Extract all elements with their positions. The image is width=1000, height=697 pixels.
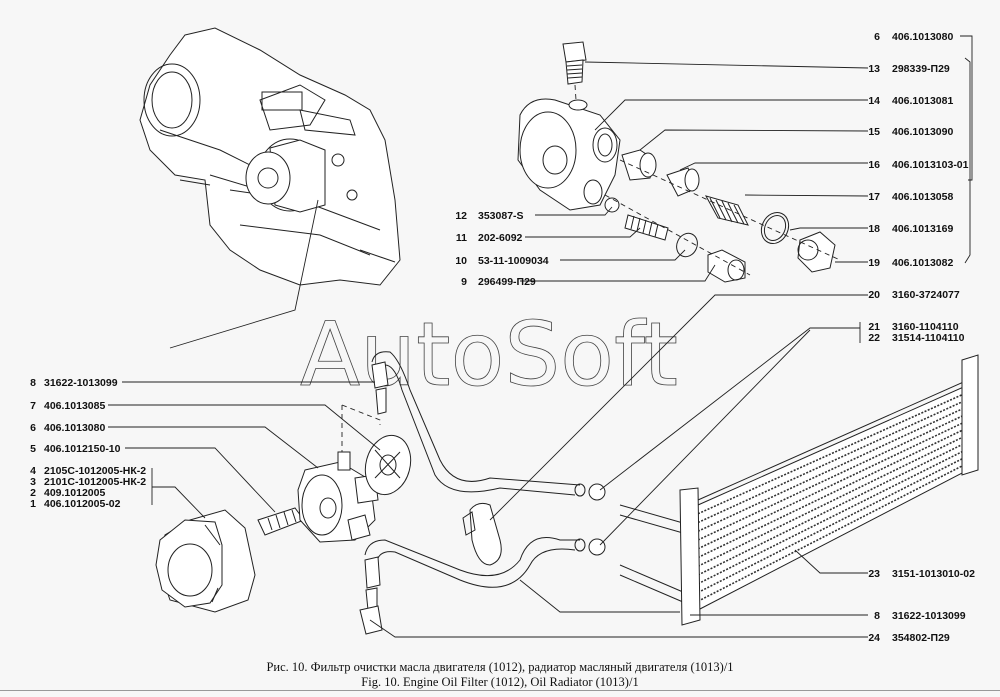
radiator-fin-row (697, 448, 969, 585)
callout-number: 8 (874, 610, 880, 622)
callout-number: 3 (30, 476, 36, 488)
radiator-fin-row (697, 419, 969, 550)
callout-number: 5 (30, 443, 36, 455)
labels-right: 6 406.1013080 13 298339-П29 14 406.10130… (868, 31, 975, 644)
part-number: 353087-S (478, 210, 524, 222)
callout-number: 20 (868, 289, 880, 301)
callout-number: 18 (868, 223, 880, 235)
radiator-fin-row (697, 412, 969, 541)
callout-number: 7 (30, 400, 36, 412)
engine-block-illustration (139, 27, 401, 286)
callout-number: 19 (868, 257, 880, 269)
part-number: 406.1013080 (44, 422, 105, 434)
radiator-fin-row (697, 433, 969, 567)
radiator-fin-row (697, 391, 969, 515)
radiator-fin-row (697, 462, 969, 602)
part-number: 409.1012005 (44, 487, 105, 499)
part-number: 202-6092 (478, 232, 523, 244)
part-number: 406.1013169 (892, 223, 953, 235)
hoses-illustration (364, 351, 691, 606)
part-number: 406.1013090 (892, 126, 953, 138)
callout-number: 22 (868, 332, 880, 344)
labels-left: 8 31622-1013099 7 406.1013085 6 406.1013… (30, 377, 146, 510)
callout-number: 4 (30, 465, 36, 477)
part-number: 296499-П29 (478, 276, 536, 288)
callout-number: 11 (456, 232, 467, 244)
caption-english: Fig. 10. Engine Oil Filter (1012), Oil R… (361, 675, 639, 689)
leader-engine (169, 199, 319, 349)
callout-number: 1 (30, 498, 36, 510)
callout-number: 15 (868, 126, 880, 138)
part-number: 31514-1104110 (892, 332, 965, 344)
caption-russian: Рис. 10. Фильтр очистки масла двигателя … (266, 660, 734, 674)
callout-number: 8 (30, 377, 36, 389)
part-number: 3160-3724077 (892, 289, 960, 301)
callout-number: 2 (30, 487, 36, 499)
leader-lines (108, 35, 973, 638)
callout-number: 24 (868, 632, 880, 644)
part-number: 2101С-1012005-НК-2 (44, 476, 146, 488)
watermark: AutoSoft (300, 303, 678, 406)
callout-number: 13 (868, 63, 880, 75)
callout-number: 6 (30, 422, 36, 434)
radiator-fin-row (697, 455, 969, 594)
callout-number: 23 (868, 568, 880, 580)
part-number: 2105С-1012005-НК-2 (44, 465, 146, 477)
callout-number: 16 (868, 159, 880, 171)
part-number: 406.1013082 (892, 257, 953, 269)
oil-radiator-illustration (679, 354, 979, 626)
part-number: 406.1012150-10 (44, 443, 121, 455)
valve-assembly-illustration (517, 41, 841, 283)
filter-assembly-illustration (155, 361, 412, 635)
callout-number: 10 (455, 255, 467, 267)
radiator-fin-row (697, 440, 969, 576)
callout-number: 17 (868, 191, 880, 203)
part-number: 406.1012005-02 (44, 498, 121, 510)
radiator-fin-row (697, 405, 969, 532)
labels-mid: 12 353087-S 11 202-6092 10 53-11-1009034… (455, 210, 548, 288)
callout-number: 14 (868, 95, 880, 107)
part-number: 406.1013058 (892, 191, 953, 203)
part-number: 3151-1013010-02 (892, 568, 975, 580)
part-number: 406.1013081 (892, 95, 953, 107)
radiator-fin-row (697, 398, 969, 524)
callout-number: 9 (461, 276, 467, 288)
part-number: 31622-1013099 (892, 610, 966, 622)
part-number: 31622-1013099 (44, 377, 118, 389)
part-number: 3160-1104110 (892, 321, 959, 333)
part-number: 53-11-1009034 (478, 255, 549, 267)
callout-number: 21 (868, 321, 880, 333)
radiator-fin-row (697, 426, 969, 559)
bottom-divider (0, 690, 1000, 691)
part-number: 406.1013080 (892, 31, 953, 43)
callout-number: 6 (874, 31, 880, 43)
part-number: 406.1013085 (44, 400, 105, 412)
callout-number: 12 (455, 210, 467, 222)
part-number: 406.1013103-01 (892, 159, 969, 171)
part-number: 354802-П29 (892, 632, 950, 644)
part-number: 298339-П29 (892, 63, 950, 75)
